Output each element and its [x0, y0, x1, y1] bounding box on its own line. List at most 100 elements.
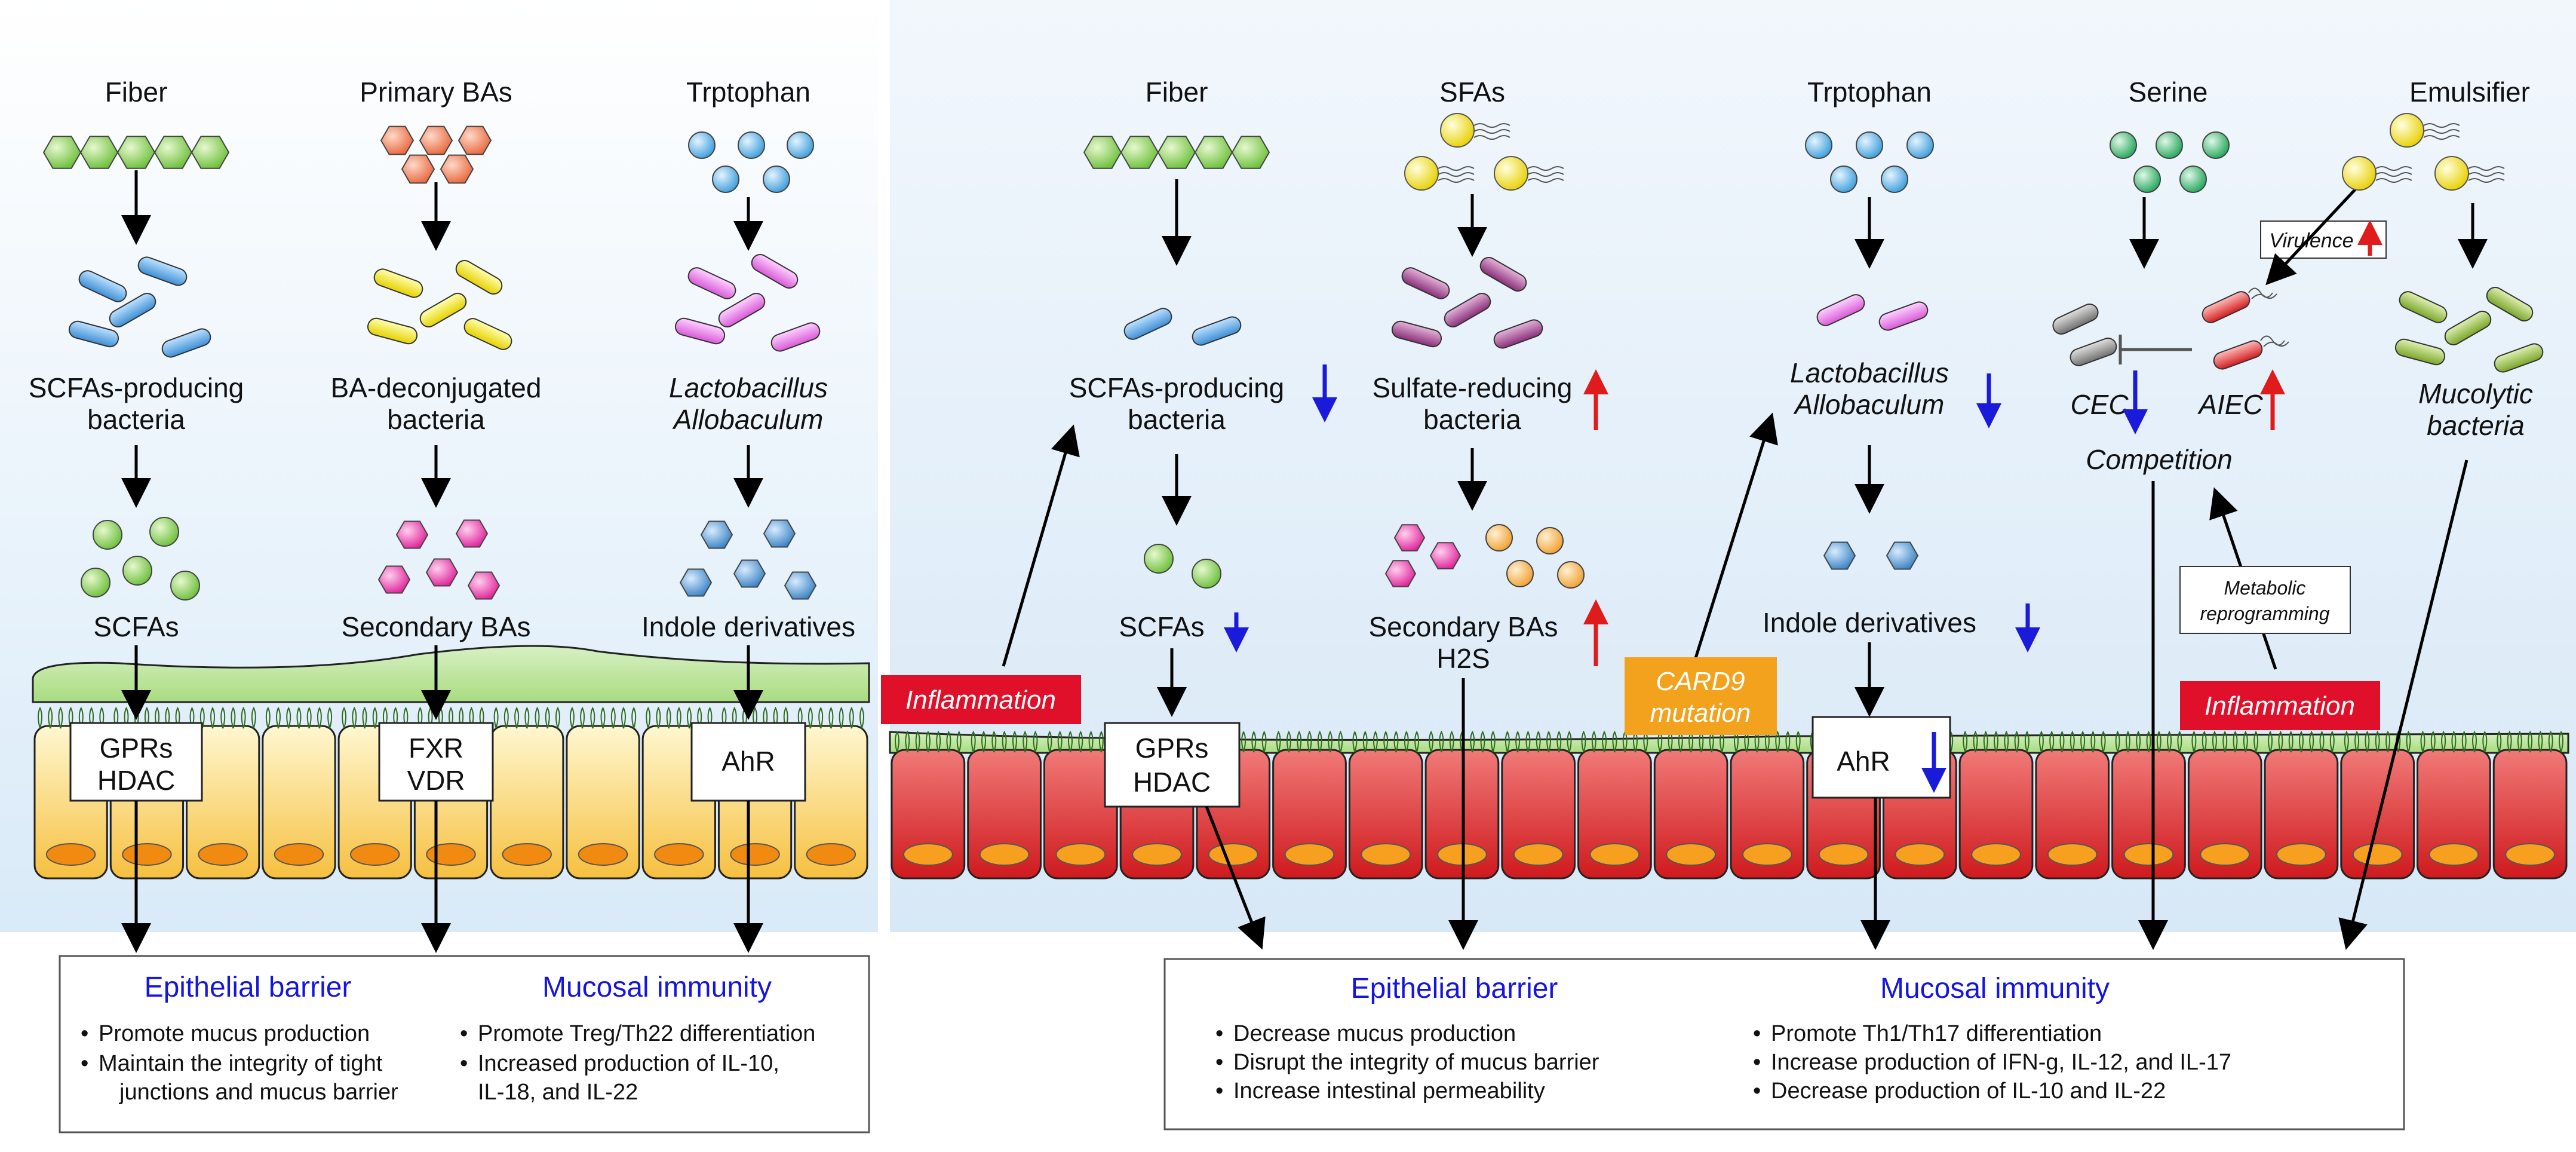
competition-inhibition-line — [2118, 335, 2192, 364]
ahr-receptor-box-left: AhR — [690, 722, 806, 802]
mucolytic-label-2: bacteria — [2427, 410, 2525, 441]
scfa-molecules-reduced-icon — [1144, 544, 1221, 589]
ba-deconjugated-bacteria-icon — [367, 260, 512, 350]
svg-text:•: • — [1215, 1079, 1223, 1104]
svg-text:Maintain the integrity of tigh: Maintain the integrity of tight — [99, 1051, 383, 1076]
cec-label: CEC — [2070, 389, 2129, 420]
competition-label: Competition — [2086, 444, 2232, 475]
right-sfas-label: SFAs — [1439, 76, 1505, 108]
saturated-fatty-acids-icon — [1404, 113, 1564, 191]
fiber-hexagon-chain-icon — [42, 136, 230, 169]
left-immunity-title: Mucosal immunity — [542, 972, 772, 1003]
right-panel: Fiber SCFAs-producing bacteria SCFAs GPR… — [881, 76, 2544, 1130]
right-scfa-bacteria-label-2: bacteria — [1128, 404, 1226, 435]
left-outcome-box: Epithelial barrier • Promote mucus produ… — [59, 955, 870, 1133]
right-emulsifier-label: Emulsifier — [2409, 76, 2530, 108]
tryptophan-molecules-icon-right — [1805, 131, 1934, 193]
right-secondary-bas-label: Secondary BAs — [1368, 611, 1558, 642]
right-epithelium — [889, 730, 2569, 880]
svg-text:Promote Th1/Th17 differentiati: Promote Th1/Th17 differentiation — [1771, 1021, 2102, 1046]
secondary-ba-h2s-icon — [1384, 524, 1585, 589]
svg-text:•: • — [1215, 1021, 1223, 1046]
svg-text:HDAC: HDAC — [97, 765, 175, 796]
gprs-hdac-receptor-box: GPRs HDAC — [69, 722, 203, 802]
scfa-molecules-icon — [81, 517, 200, 600]
svg-text:•: • — [460, 1021, 468, 1046]
right-allobaculum-label: Allobaculum — [1793, 389, 1945, 420]
indole-hexagons-icon — [679, 519, 817, 600]
secondary-ba-hexagons-icon — [377, 519, 501, 600]
right-outcome-box: Epithelial barrier • Decrease mucus prod… — [1163, 958, 2405, 1130]
svg-text:•: • — [460, 1051, 468, 1076]
left-fiber-label: Fiber — [105, 76, 168, 108]
right-indole-label: Indole derivatives — [1763, 607, 1976, 638]
mucolytic-label-1: Mucolytic — [2418, 378, 2533, 409]
primary-ba-hexagons-icon — [380, 125, 492, 184]
svg-text:Promote mucus production: Promote mucus production — [99, 1021, 370, 1046]
svg-text:Virulence: Virulence — [2269, 229, 2353, 252]
svg-text:Decrease production of IL-10 a: Decrease production of IL-10 and IL-22 — [1771, 1079, 2166, 1104]
right-h2s-label: H2S — [1436, 643, 1490, 674]
svg-text:Promote Treg/Th22 differentiat: Promote Treg/Th22 differentiation — [478, 1021, 815, 1046]
right-lactobacillus-label: Lactobacillus — [1790, 357, 1949, 388]
left-barrier-title: Epithelial barrier — [145, 972, 352, 1003]
svg-text:•: • — [1753, 1021, 1761, 1046]
right-sulfate-bacteria-label-1: Sulfate-reducing — [1373, 372, 1573, 403]
scfa-bacteria-icon — [68, 256, 211, 358]
right-barrier-title: Epithelial barrier — [1351, 973, 1558, 1004]
gprs-hdac-receptor-box-right: GPRs HDAC — [1104, 722, 1241, 808]
serine-molecules-icon — [2110, 131, 2230, 193]
left-primary-bas-label: Primary BAs — [360, 76, 512, 108]
right-sulfate-bacteria-label-2: bacteria — [1423, 404, 1521, 435]
right-serine-label: Serine — [2129, 76, 2208, 108]
aiec-label: AIEC — [2197, 389, 2263, 420]
svg-text:•: • — [81, 1021, 88, 1046]
tryptophan-molecules-icon — [688, 131, 814, 193]
svg-text:GPRs: GPRs — [100, 733, 173, 764]
inflammation-badge-left: Inflammation — [881, 675, 1081, 724]
left-secondary-bas-label: Secondary BAs — [341, 611, 530, 642]
svg-text:Inflammation: Inflammation — [905, 685, 1056, 715]
svg-text:AhR: AhR — [1837, 746, 1890, 777]
sulfate-reducing-bacteria-icon — [1391, 257, 1543, 349]
left-lactobacillus-label: Lactobacillus — [669, 372, 828, 403]
svg-text:•: • — [1753, 1079, 1761, 1104]
svg-text:Decrease mucus production: Decrease mucus production — [1233, 1021, 1516, 1046]
fxr-vdr-receptor-box: FXR VDR — [378, 722, 494, 802]
svg-text:VDR: VDR — [407, 765, 465, 796]
svg-text:junctions and mucus barrier: junctions and mucus barrier — [119, 1080, 398, 1105]
left-allobaculum-label: Allobaculum — [672, 404, 824, 435]
left-scfas-label: SCFAs — [93, 611, 179, 642]
svg-text:reprogramming: reprogramming — [2200, 603, 2330, 624]
inflammation-badge-right: Inflammation — [2180, 681, 2380, 730]
lactobacillus-reduced-icon — [1816, 294, 1929, 331]
left-trptophan-label: Trptophan — [686, 76, 810, 108]
svg-text:HDAC: HDAC — [1133, 767, 1211, 798]
svg-text:Increased production of IL-10: Increased production of IL-10, — [478, 1051, 779, 1076]
left-scfa-bacteria-label-1: SCFAs-producing — [29, 372, 244, 403]
right-scfas-label: SCFAs — [1119, 611, 1204, 642]
cec-bacteria-icon — [2052, 304, 2117, 366]
svg-text:Increase production of IFN-g,: Increase production of IFN-g, IL-12, and… — [1771, 1050, 2231, 1075]
svg-text:IL-18, and IL-22: IL-18, and IL-22 — [478, 1080, 638, 1105]
left-ba-bacteria-label-1: BA-deconjugated — [331, 372, 542, 403]
indole-hexagons-reduced-icon — [1823, 541, 1919, 570]
metabolic-reprogramming-box: Metabolic reprogramming — [2179, 566, 2351, 634]
fiber-hexagon-chain-icon-right — [1083, 136, 1270, 169]
virulence-box: Virulence — [2260, 220, 2387, 259]
lactobacillus-bacteria-icon — [674, 254, 821, 352]
svg-text:Disrupt the integrity of mucus: Disrupt the integrity of mucus barrier — [1233, 1050, 1599, 1075]
card9-mutation-badge: CARD9 mutation — [1625, 657, 1777, 735]
right-scfa-bacteria-label-1: SCFAs-producing — [1069, 372, 1285, 403]
ahr-receptor-box-right: AhR — [1812, 716, 1951, 799]
aiec-bacteria-icon — [2202, 287, 2289, 370]
left-scfa-bacteria-label-2: bacteria — [87, 404, 185, 435]
svg-text:FXR: FXR — [409, 733, 463, 764]
mucolytic-bacteria-icon — [2394, 287, 2544, 373]
svg-text:mutation: mutation — [1650, 698, 1751, 728]
left-indole-label: Indole derivatives — [641, 611, 855, 642]
emulsifier-molecules-icon — [2342, 113, 2505, 191]
right-trptophan-label: Trptophan — [1807, 76, 1932, 108]
svg-text:Inflammation: Inflammation — [2205, 691, 2355, 721]
